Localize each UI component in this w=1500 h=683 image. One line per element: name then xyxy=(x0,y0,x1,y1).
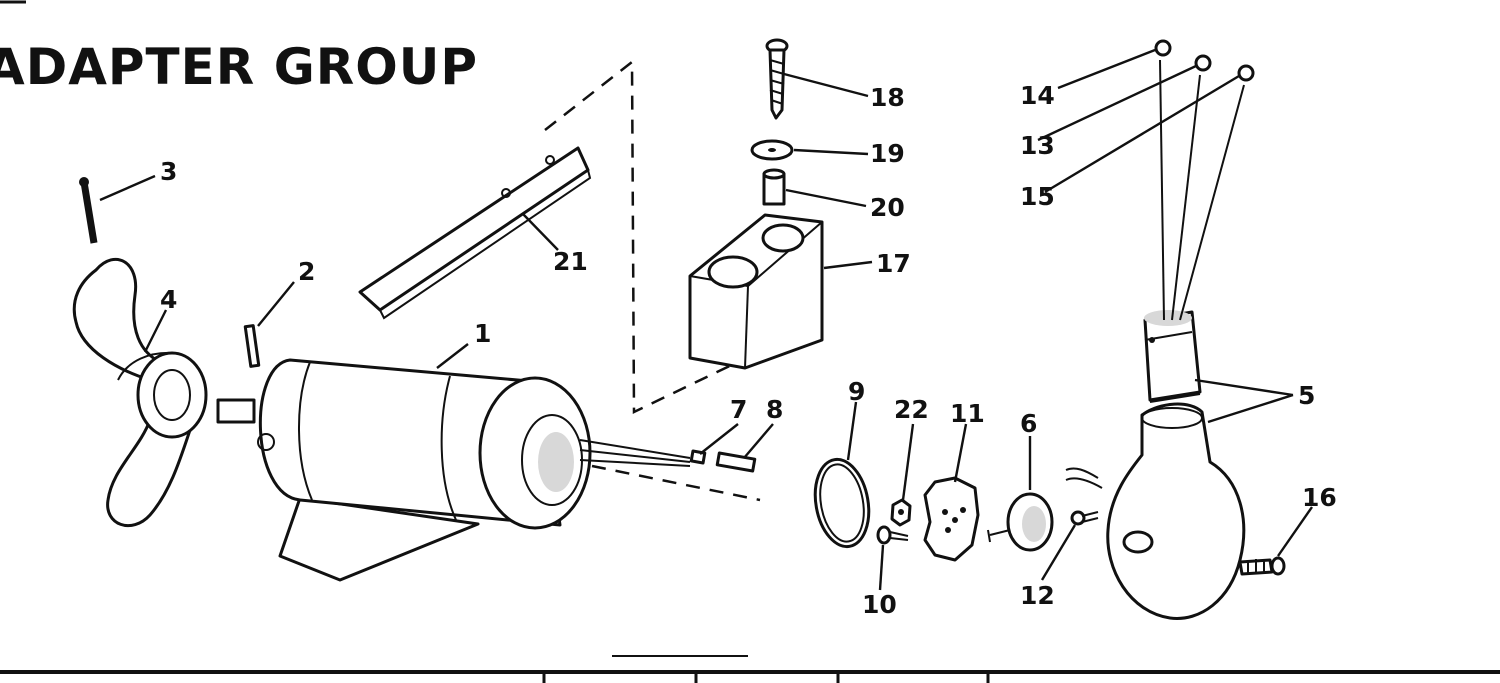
wire-lead-15 xyxy=(1179,64,1255,321)
callout-8: 8 xyxy=(766,395,783,424)
part-propeller xyxy=(72,257,208,528)
callout-11: 11 xyxy=(950,399,985,428)
callout-16: 16 xyxy=(1302,483,1337,512)
part-screw-18 xyxy=(765,38,789,120)
callout-15: 15 xyxy=(1020,182,1055,211)
part-mounting-block xyxy=(688,213,824,370)
part-pin-8 xyxy=(715,451,757,473)
callout-labels: 1 2 3 4 5 6 7 8 9 10 11 12 13 14 15 16 1… xyxy=(160,81,1337,619)
callout-18: 18 xyxy=(870,83,905,112)
assembly-guide-line xyxy=(544,59,743,414)
part-motor-housing xyxy=(216,358,691,582)
assembly-guide-line xyxy=(591,464,761,502)
part-shaft-tube xyxy=(1143,310,1202,403)
part-brush-plate xyxy=(923,476,980,562)
part-screw-12 xyxy=(1070,510,1099,526)
part-washer-19 xyxy=(750,139,794,161)
callout-6: 6 xyxy=(1020,409,1037,438)
part-mounting-bar xyxy=(358,146,592,320)
callout-12: 12 xyxy=(1020,581,1055,610)
callout-2: 2 xyxy=(298,257,315,286)
part-o-ring xyxy=(813,457,871,549)
callout-22: 22 xyxy=(894,395,929,424)
diagram-title: ADAPTER GROUP xyxy=(0,38,479,96)
leader-lines xyxy=(99,48,1313,591)
part-propeller-screw xyxy=(79,177,98,244)
part-lower-housing xyxy=(1065,402,1246,620)
part-screw-10 xyxy=(876,525,909,545)
wire-lead-14 xyxy=(1154,39,1172,321)
part-bolt-16 xyxy=(1238,556,1286,576)
callout-7: 7 xyxy=(730,395,747,424)
callout-13: 13 xyxy=(1020,131,1055,160)
callout-3: 3 xyxy=(160,157,177,186)
part-bushing-20 xyxy=(762,168,786,206)
callout-20: 20 xyxy=(870,193,905,222)
wire-lead-13 xyxy=(1171,54,1212,321)
callout-21: 21 xyxy=(553,247,588,276)
callout-17: 17 xyxy=(876,249,911,278)
callout-1: 1 xyxy=(474,319,491,348)
callout-5: 5 xyxy=(1298,381,1315,410)
part-nut xyxy=(890,498,912,527)
callout-10: 10 xyxy=(862,590,897,619)
callout-14: 14 xyxy=(1020,81,1055,110)
callout-9: 9 xyxy=(848,377,865,406)
callout-19: 19 xyxy=(870,139,905,168)
part-drive-pin xyxy=(243,324,261,368)
part-end-cap xyxy=(987,492,1054,552)
callout-4: 4 xyxy=(160,285,177,314)
